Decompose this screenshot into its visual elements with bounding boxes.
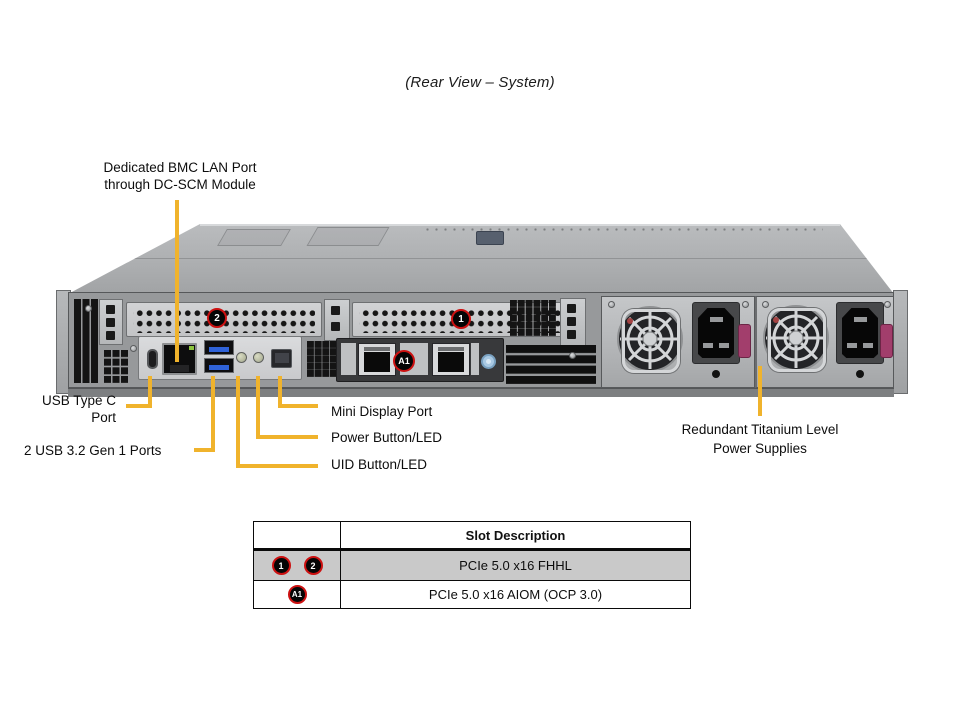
lid-vent-left [217,229,291,246]
usb-32-port-1 [204,340,234,355]
page-title: (Rear View – System) [405,74,555,91]
callout-line-usb32-v [211,376,215,452]
label-usb-type-c: USB Type C Port [41,393,116,425]
bmc-lan-port [162,343,197,375]
slot-divider-bracket [324,299,350,341]
psu-1-handle [622,309,680,373]
psu-1-ac-inlet [692,302,740,364]
chassis-lid [68,224,894,294]
label-mini-display-port: Mini Display Port [331,404,433,419]
label-power-supplies: Redundant Titanium Level Power Supplies [681,422,839,456]
callout-line-minidp-h [278,404,318,408]
aiom-vent-grid-left [341,343,356,375]
screw-icon [130,345,137,352]
lid-vent-right [306,227,390,246]
callout-line-usb-c-h [126,404,152,408]
screw-icon [762,301,769,308]
callout-line-usb-c-v [148,376,152,408]
table-badge-cell: A1 [254,581,341,608]
usb-32-port-2 [204,358,234,373]
callout-line-power-h [256,435,318,439]
chassis-bottom-edge [68,388,894,397]
psu-1-screw-hole [712,370,720,378]
callout-line-minidp-v [278,376,282,408]
slot-1-badge: 1 [451,309,471,329]
table-header-slot-description: Slot Description [465,527,566,543]
label-bmc-line1: Dedicated BMC LAN Port [103,160,257,175]
lid-crease [84,258,874,259]
table-badge-cell: 1 2 [254,551,341,580]
callout-line-uid-v [236,376,240,468]
slot-2-badge: 2 [207,308,227,328]
callout-line-bmc [175,200,179,362]
uid-button [253,352,264,363]
lid-vent-dots [423,227,823,232]
table-row: 1 2 PCIe 5.0 x16 FHHL [254,551,690,581]
label-uid-button: UID Button/LED [331,457,428,472]
label-bmc-lan-port: Dedicated BMC LAN Port through DC-SCM Mo… [85,159,275,193]
label-usb-32-ports: 2 USB 3.2 Gen 1 Ports [24,443,162,458]
mid-upper-vent-grid [510,300,556,336]
screw-icon [884,301,891,308]
callout-line-uid-h [236,464,318,468]
badge-1: 1 [271,556,291,575]
screw-icon [608,301,615,308]
aiom-badge: A1 [393,350,415,372]
lid-back-edge [200,224,840,226]
label-bmc-line2: through DC-SCM Module [104,177,256,192]
riser-bracket-right [560,298,586,346]
table-description-cell: PCIe 5.0 x16 FHHL [459,558,572,573]
mini-displayport [271,349,292,368]
right-mounting-ear [893,290,908,394]
table-description-cell: PCIe 5.0 x16 AIOM (OCP 3.0) [428,587,603,602]
aiom-lan-port-2 [432,343,470,376]
callout-line-psu [758,366,762,416]
psu-2-handle [768,308,826,372]
callout-line-usb32-h [194,448,215,452]
mid-vent-grid [506,345,596,384]
psu-2-ac-inlet [836,302,884,364]
thumbscrew [481,354,496,369]
left-vent-grid [74,299,98,383]
screw-icon [569,352,576,359]
callout-line-power-v [256,376,260,439]
aiom-vent-grid-right [471,343,479,375]
screw-icon [742,301,749,308]
psu-1-release-clip [738,324,751,358]
usb-type-c-port [147,349,158,369]
psu-2-fan-icon [762,304,830,372]
screw-icon [85,305,92,312]
psu-2-release-clip [880,324,893,358]
aiom-lan-port-1 [358,343,396,376]
badge-a1: A1 [287,585,307,604]
label-power-button: Power Button/LED [331,430,443,445]
table-header-badge-cell [254,522,341,548]
io-side-vent-grid [307,341,337,377]
riser-bracket-left [99,299,123,345]
badge-2: 2 [303,556,323,575]
lan-activity-led [189,346,194,350]
psu-1-fan-icon [616,305,684,373]
slot-description-table: Slot Description 1 2 PCIe 5.0 x16 FHHL A… [253,521,691,609]
psu-2-screw-hole [856,370,864,378]
lid-latch [476,231,504,245]
power-button [236,352,247,363]
table-row: A1 PCIe 5.0 x16 AIOM (OCP 3.0) [254,581,690,608]
table-header-row: Slot Description [254,522,690,551]
left-vent-grid-lower [104,350,128,383]
